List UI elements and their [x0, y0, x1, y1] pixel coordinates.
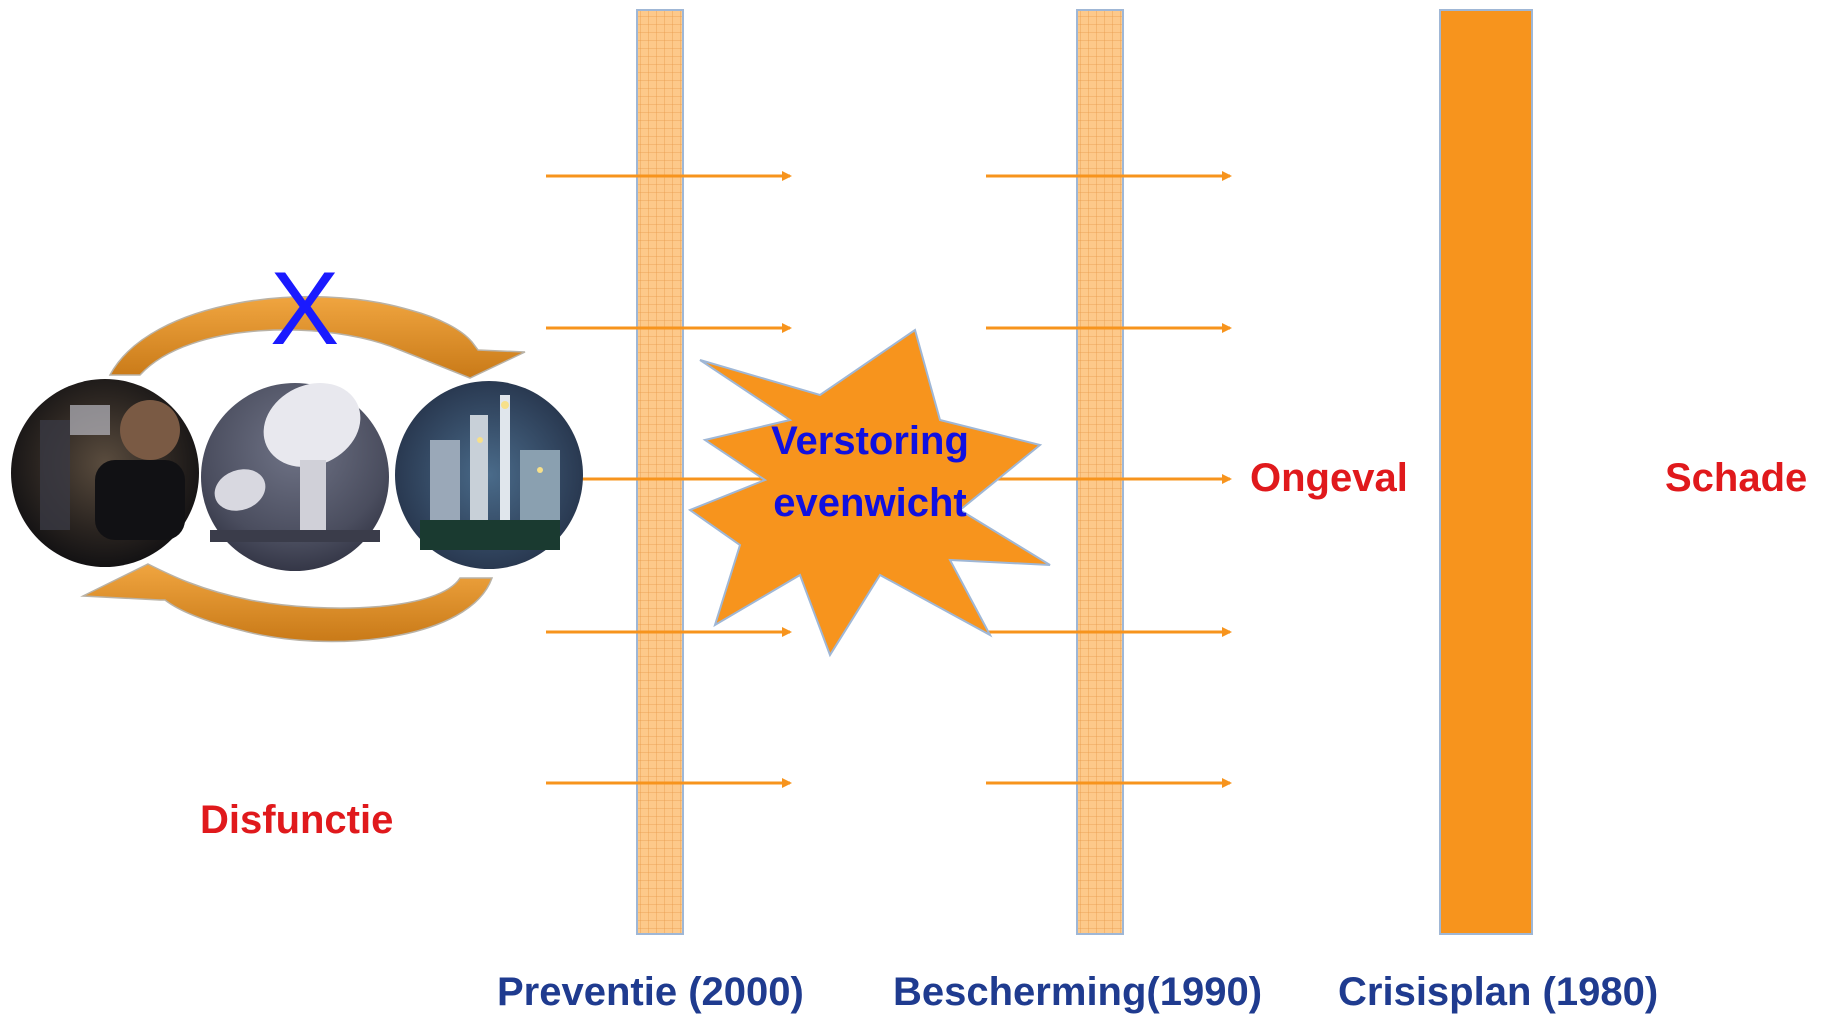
blocked-x-mark: X: [270, 251, 340, 367]
cycle-arrow-bottom-icon: [80, 563, 494, 643]
barrier-bar-crisisplan: [1439, 9, 1533, 935]
burst-star-icon: [687, 328, 1051, 658]
satellite-dishes-photo-icon: [201, 383, 389, 571]
barrier-label-bescherming: Bescherming(1990): [893, 970, 1263, 1014]
barrier-label-preventie: Preventie (2000): [497, 970, 804, 1014]
burst-text: Verstoring evenwicht: [735, 410, 1005, 534]
cycle-arrow-top-icon: [108, 295, 526, 379]
barrier-bar-bescherming: [1076, 9, 1124, 935]
barrier-label-crisisplan: Crisisplan (1980): [1338, 970, 1659, 1014]
industrial-plant-photo-icon: [395, 381, 583, 569]
disfunctie-label: Disfunctie: [200, 798, 394, 842]
schade-label: Schade: [1665, 456, 1808, 500]
burst-line-2: evenwicht: [773, 481, 967, 525]
burst-line-1: Verstoring: [771, 419, 969, 463]
barrier-bar-preventie: [636, 9, 684, 935]
ongeval-label: Ongeval: [1250, 456, 1408, 500]
technician-photo-icon: [11, 379, 199, 567]
